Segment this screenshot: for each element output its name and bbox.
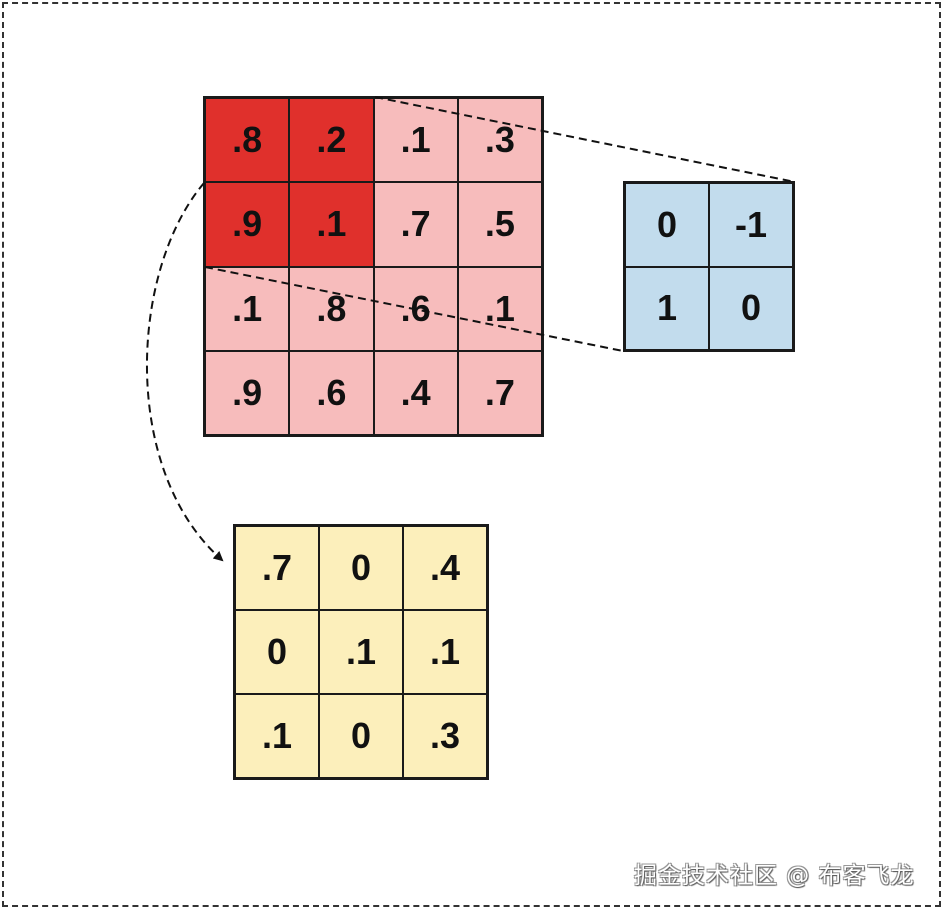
input-matrix-cell: .9 (205, 350, 290, 435)
input-matrix-cell: .1 (457, 266, 542, 351)
input-matrix-cell: .2 (289, 98, 374, 183)
kernel-matrix-cell: -1 (709, 183, 793, 267)
output-matrix-cell: .7 (235, 526, 319, 610)
input-matrix-cell: .6 (373, 266, 458, 351)
input-matrix-cell: .1 (373, 98, 458, 183)
output-matrix-cell: 0 (319, 526, 403, 610)
output-matrix-cell: .1 (235, 694, 319, 778)
output-matrix-cell: .1 (319, 610, 403, 694)
output-matrix-cell: 0 (319, 694, 403, 778)
input-matrix-cell: .1 (205, 266, 290, 351)
kernel-matrix-cell: 1 (625, 266, 709, 350)
output-matrix-cell: .3 (403, 694, 487, 778)
input-matrix-cell: .7 (373, 182, 458, 267)
input-matrix-cell: .9 (205, 182, 290, 267)
input-matrix-cell: .8 (289, 266, 374, 351)
watermark: 掘金技术社区 @ 布客飞龙 (634, 863, 915, 889)
output-matrix-cell: .1 (403, 610, 487, 694)
input-matrix-cell: .6 (289, 350, 374, 435)
input-matrix-cell: .1 (289, 182, 374, 267)
input-matrix-cell: .8 (205, 98, 290, 183)
input-matrix-cell: .5 (457, 182, 542, 267)
kernel-matrix-cell: 0 (709, 266, 793, 350)
output-matrix-cell: .4 (403, 526, 487, 610)
output-matrix-cell: 0 (235, 610, 319, 694)
input-matrix-cell: .7 (457, 350, 542, 435)
kernel-matrix-cell: 0 (625, 183, 709, 267)
input-matrix-cell: .3 (457, 98, 542, 183)
input-matrix: .8.2.1.3.9.1.7.5.1.8.6.1.9.6.4.7 (203, 96, 544, 437)
input-matrix-cell: .4 (373, 350, 458, 435)
